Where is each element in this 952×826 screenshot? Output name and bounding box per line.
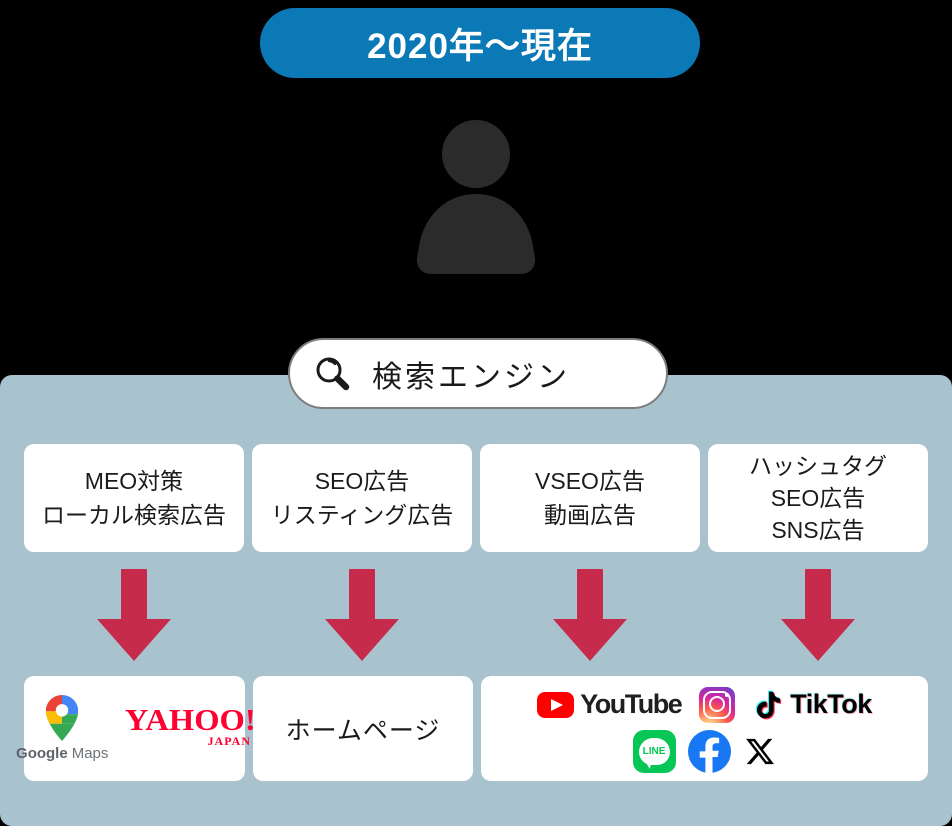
social-row-top: YouTube TikTok (537, 686, 872, 723)
magnifier-icon (316, 357, 350, 390)
google-brand-text: Google (16, 745, 68, 762)
period-label: 2020年〜現在 (367, 26, 593, 66)
destination-social-box: YouTube TikTok LINE (481, 676, 928, 781)
method-line: VSEO広告 (535, 468, 645, 494)
instagram-icon (699, 686, 736, 723)
method-line: SEO広告 (770, 485, 866, 511)
yahoo-region-text: JAPAN (207, 734, 251, 748)
down-arrow-icon (97, 569, 171, 661)
homepage-label: ホームページ (285, 716, 441, 745)
facebook-icon (687, 729, 731, 773)
instagram-lens-dot (725, 693, 729, 697)
google-maps-logo: Google Maps (16, 695, 108, 762)
tiktok-wordmark: TikTok (790, 689, 872, 719)
method-row: MEO対策 ローカル検索広告 SEO広告 リスティング広告 VSEO広告 動画広… (24, 444, 928, 552)
line-speech-bubble: LINE (638, 737, 670, 765)
method-box-seo: SEO広告 リスティング広告 (252, 444, 472, 552)
method-box-hashtag: ハッシュタグ SEO広告 SNS広告 (708, 444, 928, 552)
tiktok-logo: TikTok (753, 688, 872, 722)
down-arrow-icon (325, 569, 399, 661)
person-icon (416, 120, 536, 274)
line-icon: LINE (632, 729, 676, 773)
destination-maps-box: Google Maps YAHOO! JAPAN (16, 676, 256, 781)
method-line: MEO対策 (84, 468, 184, 494)
youtube-wordmark: YouTube (580, 689, 682, 719)
method-line: SEO広告 (314, 468, 410, 494)
method-box-vseo: VSEO広告 動画広告 (480, 444, 700, 552)
method-line: 動画広告 (544, 502, 636, 528)
arrow-row (24, 569, 928, 661)
method-box-meo: MEO対策 ローカル検索広告 (24, 444, 244, 552)
youtube-play-icon (537, 691, 575, 718)
google-maps-pin-icon (45, 695, 79, 741)
method-line: ハッシュタグ (749, 453, 887, 479)
method-line: SNS広告 (771, 517, 865, 543)
social-row-bottom: LINE (632, 729, 777, 773)
search-engine-pill: 検索エンジン (288, 338, 668, 409)
down-arrow-icon (781, 569, 855, 661)
down-arrow-icon (553, 569, 627, 661)
period-badge: 2020年〜現在 (260, 8, 700, 78)
method-line: ローカル検索広告 (42, 502, 226, 528)
destination-homepage-box: ホームページ (253, 676, 473, 781)
yahoo-wordmark: YAHOO! (125, 702, 257, 737)
x-icon (745, 738, 774, 764)
destination-row: Google Maps YAHOO! JAPAN ホームページ YouTube (16, 676, 928, 781)
google-product-text: Maps (71, 745, 109, 762)
youtube-logo: YouTube (537, 689, 683, 720)
method-line: リスティング広告 (270, 502, 454, 528)
yahoo-japan-logo: YAHOO! JAPAN (125, 702, 257, 749)
line-wordmark: LINE (642, 745, 666, 757)
tiktok-note-icon (756, 690, 782, 719)
search-engine-label: 検索エンジン (372, 360, 570, 394)
